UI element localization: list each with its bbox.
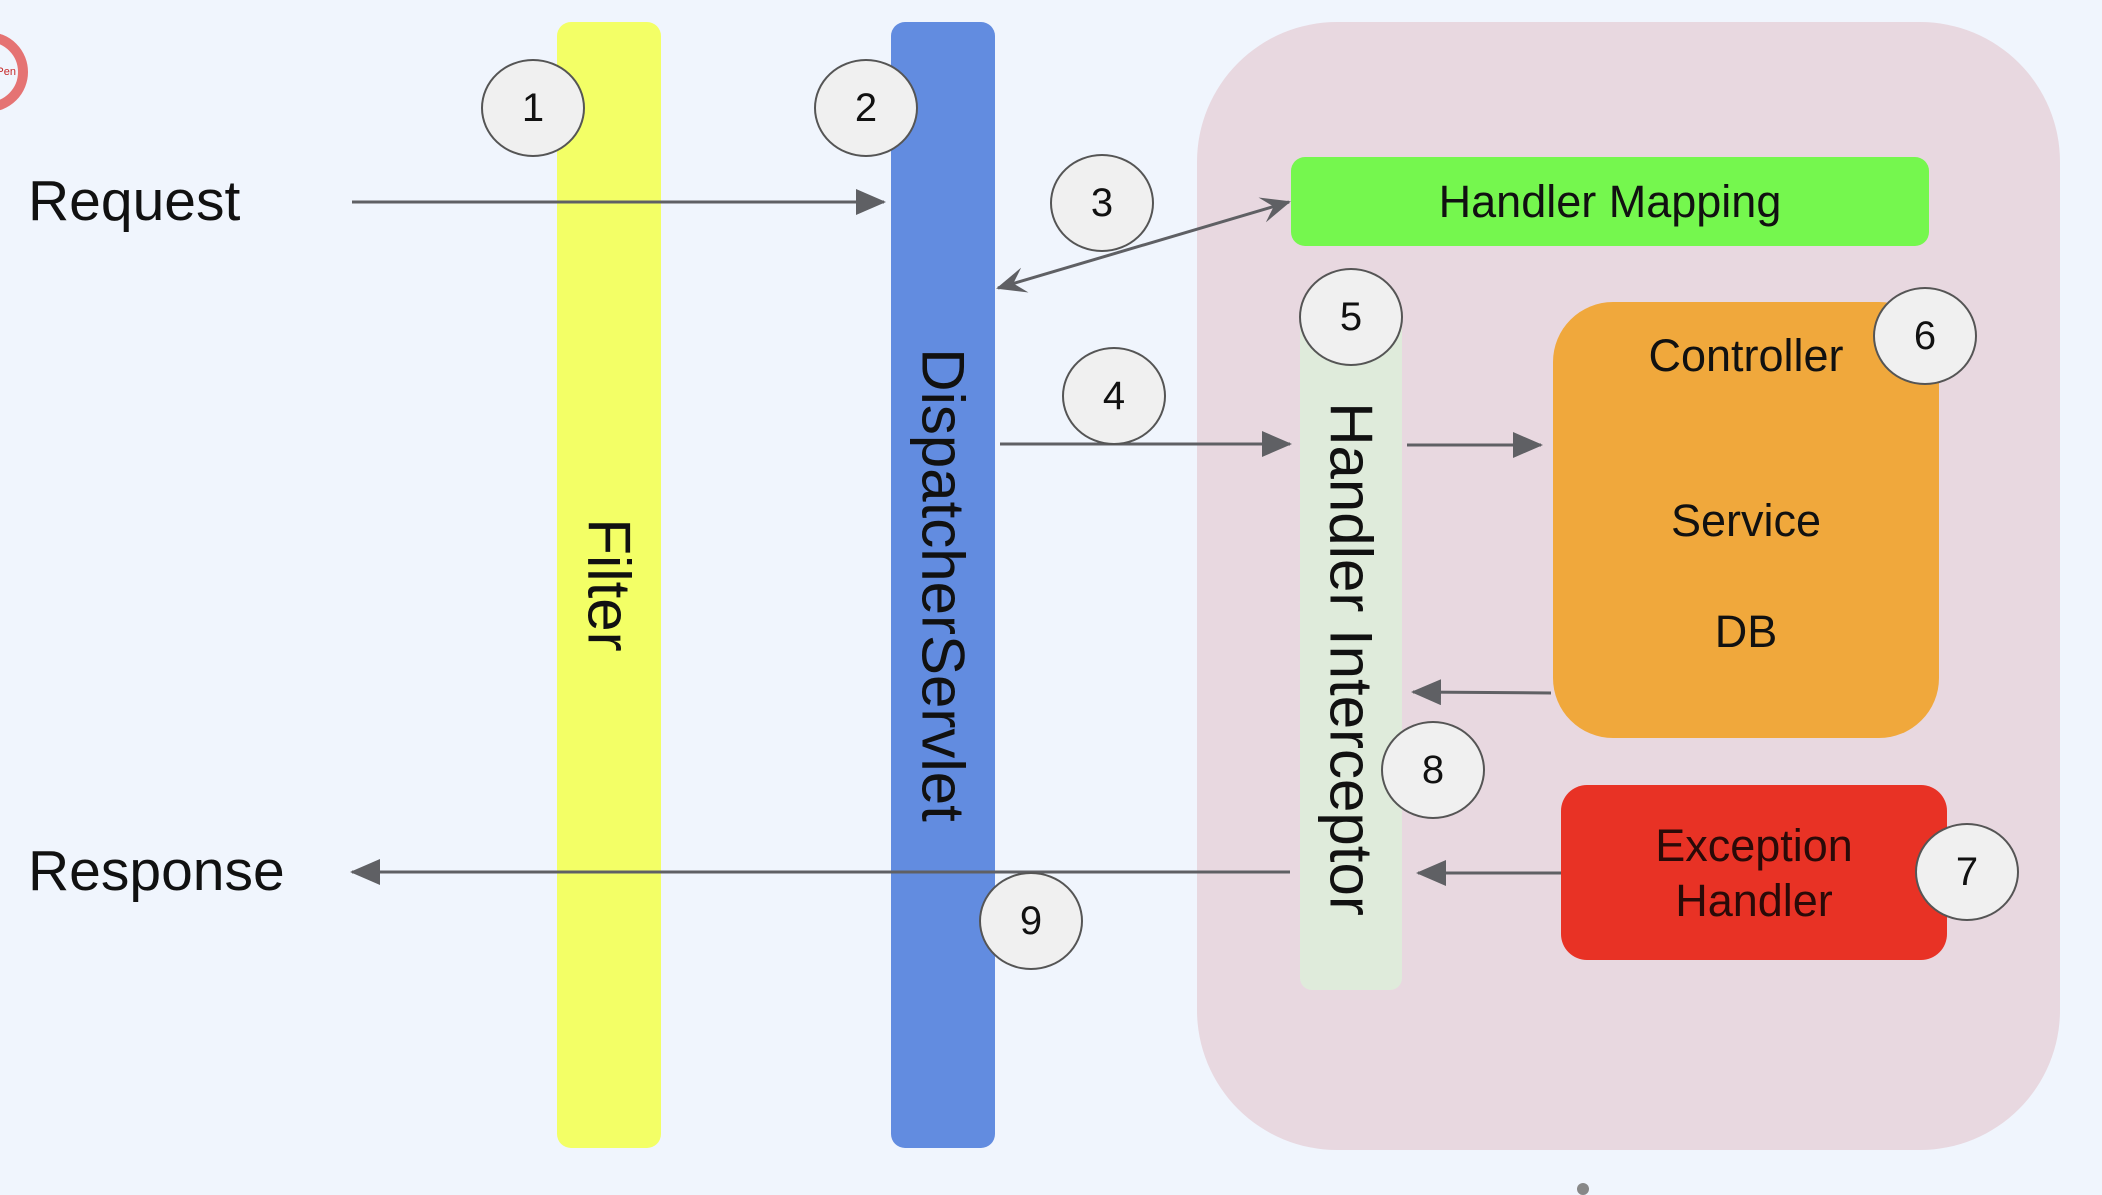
exception-handler-box: Exception Handler [1561,785,1947,960]
request-label: Request [28,169,241,233]
filter-bar: Filter [557,22,661,1148]
step-3-badge: 3 [1050,154,1154,252]
step-8-badge: 8 [1381,721,1485,819]
service-label: Service [1670,495,1822,546]
handler-interceptor-bar: Handler Interceptor [1300,300,1402,990]
step-2-badge: 2 [814,59,918,157]
step-6-badge: 6 [1873,287,1977,385]
step-5-badge: 5 [1299,268,1403,366]
controller-label: Controller [1648,330,1844,381]
arrow-step3 [996,197,1291,293]
handler-mapping-label: Handler Mapping [1438,175,1782,227]
arrow-controller-to-interceptor [1411,679,1552,706]
step-7-badge: 7 [1915,823,2019,921]
logo-text: Pen [0,66,16,78]
response-label: Response [28,839,285,903]
db-label: DB [1714,606,1778,657]
cursor-dot [1577,1183,1589,1195]
step-9-badge: 9 [979,872,1083,970]
controller-box: Controller Service DB [1553,302,1939,738]
step-1-badge: 1 [481,59,585,157]
step-4-badge: 4 [1062,347,1166,445]
dispatcher-servlet-bar: DispatcherServlet [891,22,995,1148]
exception-handler-label-line2: Handler [1675,874,1833,926]
exception-handler-label-line1: Exception [1655,819,1853,871]
handler-mapping-box: Handler Mapping [1291,157,1929,246]
